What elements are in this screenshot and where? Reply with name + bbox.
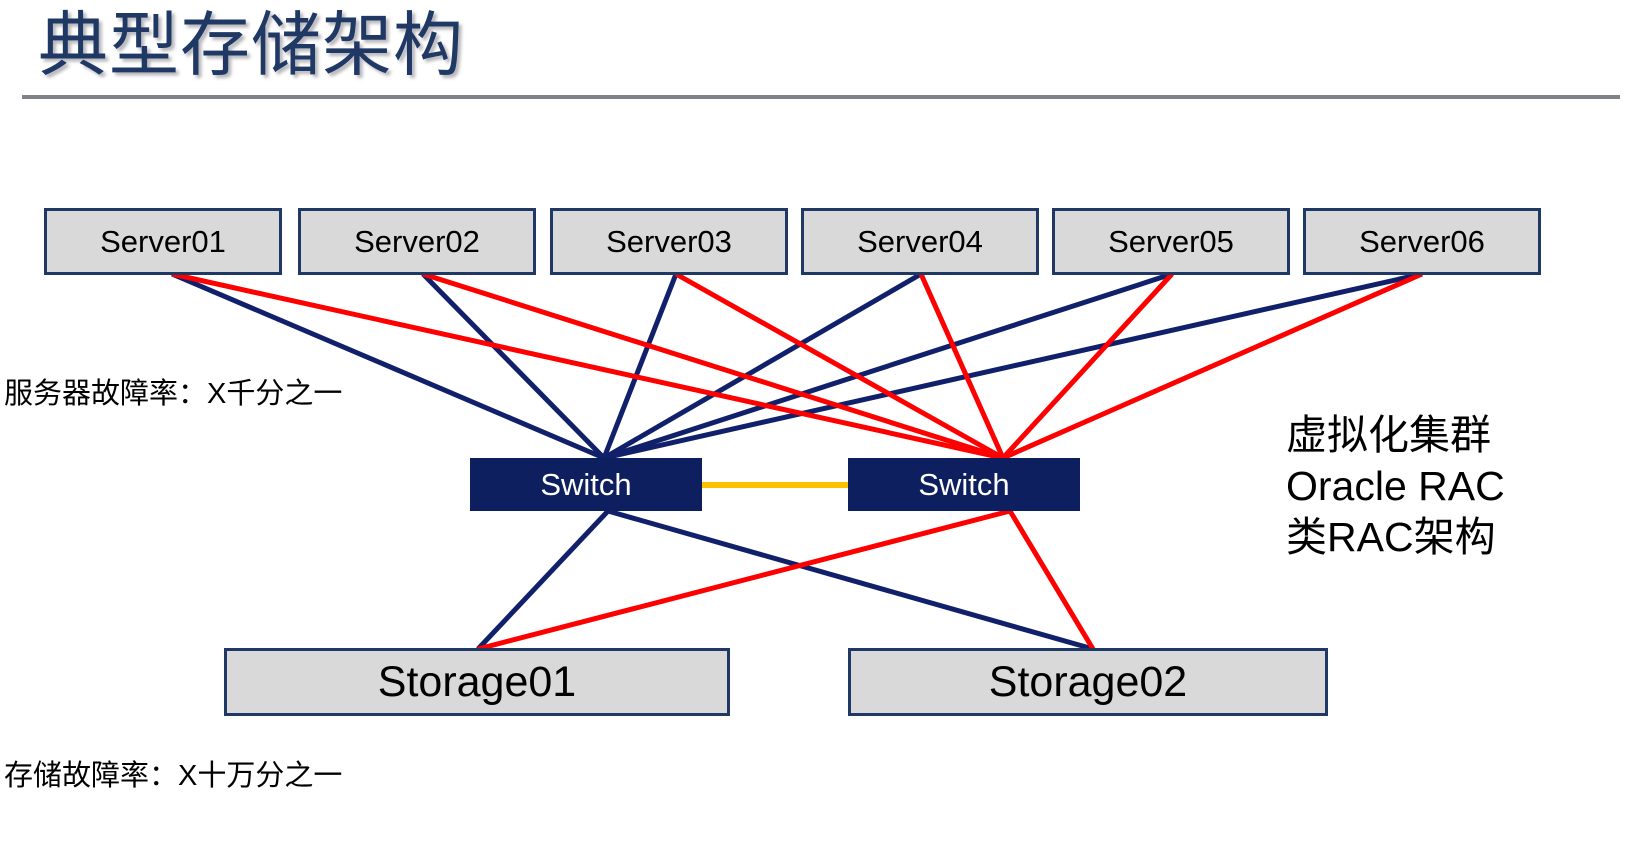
- switch-box-right[interactable]: Switch: [848, 458, 1080, 511]
- server-failure-rate-note: 服务器故障率：X千分之一: [4, 378, 343, 410]
- server-box-6[interactable]: Server06: [1303, 208, 1541, 275]
- link-switch-right-to-storage2: [1007, 509, 1096, 651]
- server-box-1[interactable]: Server01: [44, 208, 282, 275]
- link-switch-right-to-storage1: [477, 508, 1011, 652]
- server-box-2[interactable]: Server02: [298, 208, 536, 275]
- page-title: 典型存储架构: [38, 6, 464, 84]
- server-label: Server03: [606, 223, 732, 259]
- link-server2-to-switch-right: [422, 271, 1004, 461]
- switch-box-left[interactable]: Switch: [470, 458, 702, 511]
- link-server6-to-switch-right: [1001, 271, 1424, 461]
- cluster-note-line-3: 类RAC架构: [1286, 514, 1496, 560]
- storage-label: Storage01: [377, 657, 577, 706]
- storage-box-2[interactable]: Storage02: [848, 648, 1328, 716]
- storage-box-1[interactable]: Storage01: [224, 648, 730, 716]
- storage-failure-rate-note: 存储故障率：X十万分之一: [4, 760, 343, 792]
- link-server2-to-switch-left: [421, 272, 606, 460]
- server-label: Server01: [100, 223, 226, 259]
- link-switch-left-to-storage2: [607, 508, 1094, 652]
- cluster-note-line-2: Oracle RAC: [1286, 463, 1505, 509]
- link-server1-to-switch-right: [171, 271, 1004, 461]
- link-server1-to-switch-left: [171, 271, 605, 461]
- switch-label: Switch: [918, 466, 1010, 502]
- cluster-note-line-1: 虚拟化集群: [1286, 412, 1491, 458]
- link-server4-to-switch-left: [602, 271, 923, 461]
- link-server5-to-switch-left: [603, 271, 1173, 461]
- server-label: Server02: [354, 223, 480, 259]
- link-switch-left-to-storage1: [476, 509, 610, 651]
- server-box-4[interactable]: Server04: [801, 208, 1039, 275]
- link-server5-to-switch-right: [1001, 272, 1174, 460]
- link-server4-to-switch-right: [918, 272, 1006, 460]
- cluster-type-note: 虚拟化集群 Oracle RAC 类RAC架构: [1286, 410, 1505, 563]
- server-box-3[interactable]: Server03: [550, 208, 788, 275]
- server-label: Server05: [1108, 223, 1234, 259]
- server-label: Server04: [857, 223, 983, 259]
- title-divider: [22, 95, 1620, 99]
- switch-label: Switch: [540, 466, 632, 502]
- link-server6-to-switch-left: [603, 271, 1423, 461]
- link-server3-to-switch-right: [674, 271, 1005, 461]
- server-label: Server06: [1359, 223, 1485, 259]
- link-server3-to-switch-left: [601, 273, 679, 459]
- server-box-5[interactable]: Server05: [1052, 208, 1290, 275]
- storage-label: Storage02: [988, 657, 1188, 706]
